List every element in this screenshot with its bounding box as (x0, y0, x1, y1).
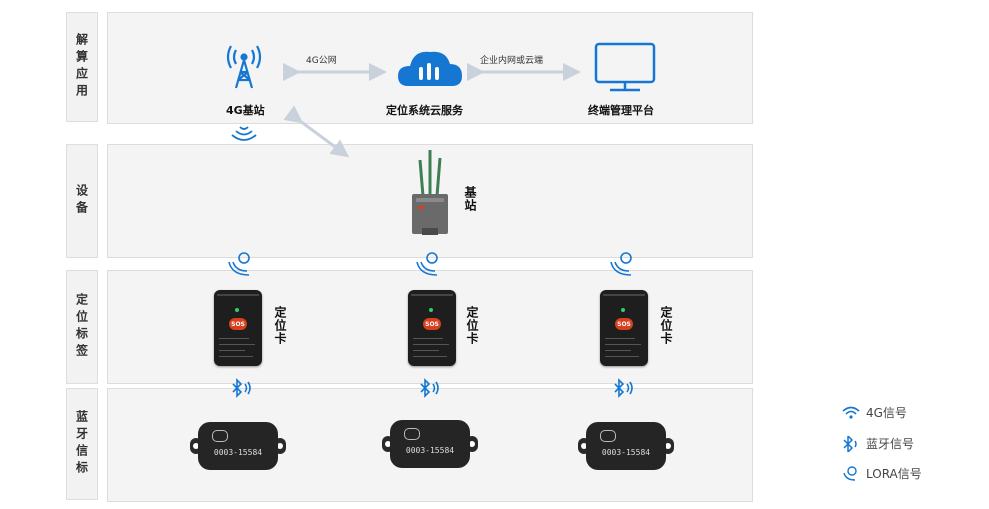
sos-badge: SOS (615, 318, 633, 330)
bluetooth-icon (843, 435, 857, 452)
sos-badge: SOS (229, 318, 247, 330)
cloud-label: 定位系统云服务 (386, 104, 463, 117)
row-label-beacon: 蓝牙信标 (66, 388, 98, 500)
row-label-device: 设备 (66, 144, 98, 258)
positioning-card: SOS (408, 290, 456, 366)
bluetooth-beacon: 0003-15584 (382, 416, 478, 472)
row-label-tag: 定位标签 (66, 270, 98, 384)
monitor-icon (594, 42, 656, 92)
legend-label: LORA信号 (866, 467, 922, 481)
legend-item-bluetooth: 蓝牙信号 (842, 435, 914, 452)
wifi-signal-icon (231, 126, 257, 141)
bluetooth-icon (420, 378, 439, 398)
link-4g-label: 4G公网 (306, 56, 337, 66)
base-station-icon (412, 150, 448, 235)
tower-icon (226, 45, 262, 89)
beacon-code: 0003-15584 (213, 448, 263, 457)
arrow-tower-base (283, 105, 350, 158)
lora-icon (416, 252, 438, 276)
sos-badge: SOS (423, 318, 441, 330)
legend-label: 4G信号 (866, 406, 907, 420)
tower-label: 4G基站 (226, 104, 265, 117)
beacon-code: 0003-15584 (405, 446, 455, 455)
positioning-card: SOS (600, 290, 648, 366)
card-label: 定位卡 (273, 306, 287, 345)
bluetooth-icon (232, 378, 251, 398)
link-net-label: 企业内网或云端 (480, 56, 544, 66)
lora-icon (228, 252, 250, 276)
cloud-icon (398, 51, 462, 86)
lora-icon (610, 252, 632, 276)
bluetooth-icon (614, 378, 633, 398)
positioning-card: SOS (214, 290, 262, 366)
legend-item-4g: 4G信号 (842, 404, 907, 421)
legend-item-lora: LORA信号 (842, 465, 922, 482)
base-station-label: 基站 (463, 186, 477, 212)
wifi-signal-icon (842, 406, 860, 419)
legend-label: 蓝牙信号 (866, 437, 915, 451)
card-label: 定位卡 (465, 306, 479, 345)
platform-label: 终端管理平台 (588, 104, 654, 117)
bluetooth-beacon: 0003-15584 (578, 418, 674, 474)
row-label-app: 解算应用 (66, 12, 98, 122)
beacon-code: 0003-15584 (601, 448, 651, 457)
bluetooth-beacon: 0003-15584 (190, 418, 286, 474)
lora-icon (843, 465, 857, 481)
card-label: 定位卡 (659, 306, 673, 345)
